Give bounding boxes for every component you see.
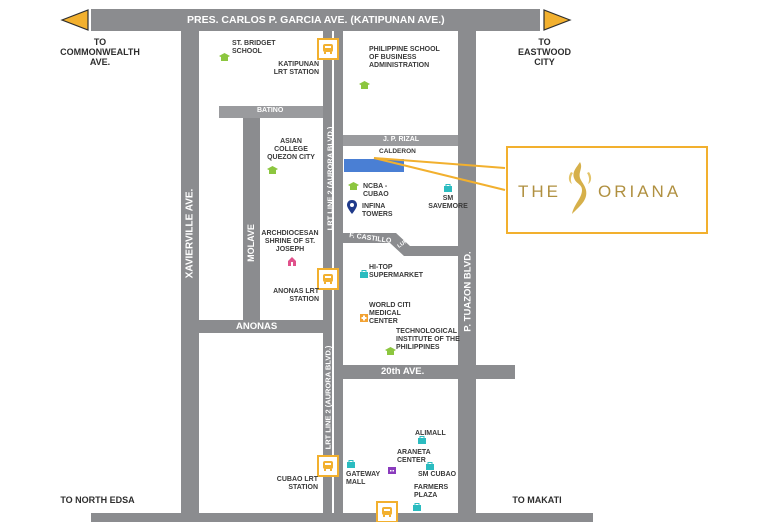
katipunan-station-marker (317, 38, 339, 60)
tip-label: TECHNOLOGICAL INSTITUTE OF THE PHILIPPIN… (396, 328, 460, 351)
cubao-station-marker (317, 455, 339, 477)
location-pin-icon (347, 200, 357, 214)
train-icon (323, 274, 333, 284)
p-tuazon-road-label: P. TUAZON BLVD. (462, 251, 474, 332)
st-bridget-label: ST. BRIDGET SCHOOL (232, 40, 276, 55)
to-commonwealth-label: TO COMMONWEALTH AVE. (60, 37, 140, 67)
lakandula-road-label: LAKANDULA (424, 238, 459, 244)
ncba-label: NCBA - CUBAO (363, 183, 389, 198)
shopping-bag-icon (426, 462, 434, 470)
lrt-line-2-label-upper: LRT LINE 2 (AURORA BLVD.) (325, 126, 335, 231)
shopping-bag-icon (360, 270, 368, 278)
anonas-station-label: ANONAS LRT STATION (273, 288, 319, 303)
asian-college-label: ASIAN COLLEGE QUEZON CITY (267, 138, 315, 161)
calderon-label: CALDERON (379, 148, 416, 155)
lrt-line-2-label-lower: LRT LINE 2 (AURORA BLVD.) (323, 345, 333, 450)
cubao-station-label: CUBAO LRT STATION (276, 476, 318, 491)
hospital-icon (360, 314, 368, 322)
anonas-road-label: ANONAS (236, 321, 278, 332)
school-icon (219, 53, 230, 61)
hitop-label: HI-TOP SUPERMARKET (369, 264, 424, 279)
callout-pointer (373, 157, 506, 191)
arrow-left-icon (60, 9, 89, 31)
sm-savemore-label: SM SAVEMORE (428, 195, 468, 210)
anonas-road: ANONAS (199, 320, 323, 333)
twentieth-ave-road-label: 20th AVE. (381, 366, 425, 377)
katipunan-station-label: KATIPUNAN LRT STATION (273, 61, 319, 76)
oriana-callout-box: THE ORIANA (506, 146, 708, 234)
building-icon (388, 467, 396, 474)
xavierville-road (181, 31, 199, 522)
jp-rizal-road: J. P. RIZAL (343, 135, 459, 146)
psba-label: PHILIPPINE SCHOOL OF BUSINESS ADMINISTRA… (369, 46, 440, 69)
f-castillo-road (343, 233, 462, 256)
molave-road-label: MOLAVE (246, 224, 256, 262)
school-icon (385, 347, 396, 355)
twentieth-ave-road: 20th AVE. (343, 365, 515, 379)
world-citi-label: WORLD CITI MEDICAL CENTER (369, 302, 411, 325)
bottom-station-marker (376, 501, 398, 522)
sm-cubao-label: SM CUBAO (418, 471, 457, 478)
anonas-station-marker (317, 268, 339, 290)
to-north-edsa-label: TO NORTH EDSA (60, 495, 135, 505)
molave-road (243, 118, 260, 322)
gateway-label: GATEWAY MALL (346, 471, 381, 486)
church-icon (288, 257, 296, 266)
train-icon (382, 507, 392, 517)
araneta-label: ARANETA CENTER (397, 449, 431, 464)
train-icon (323, 44, 333, 54)
shopping-bag-icon (347, 460, 355, 468)
archdiocesan-label: ARCHDIOCESAN SHRINE OF ST. JOSEPH (261, 230, 319, 253)
alimall-label: ALIMALL (415, 430, 446, 437)
brand-the-label: THE (518, 182, 561, 201)
school-icon (348, 182, 359, 190)
batino-road: BATINO (219, 106, 323, 118)
jp-rizal-road-label: J. P. RIZAL (383, 136, 420, 143)
shopping-bag-icon (418, 436, 426, 444)
p-tuazon-road (458, 31, 476, 522)
batino-road-label: BATINO (257, 107, 284, 114)
shopping-bag-icon (413, 503, 421, 511)
oriana-flame-logo (568, 162, 592, 214)
school-icon (267, 166, 278, 174)
arrow-right-icon (543, 9, 572, 31)
katipunan-road: PRES. CARLOS P. GARCIA AVE. (KATIPUNAN A… (91, 9, 540, 31)
shopping-bag-icon (444, 184, 452, 192)
infina-label: INFINA TOWERS (362, 203, 393, 218)
katipunan-road-label: PRES. CARLOS P. GARCIA AVE. (KATIPUNAN A… (187, 14, 445, 26)
brand-oriana-label: ORIANA (598, 182, 682, 201)
to-makati-label: TO MAKATI (512, 495, 562, 505)
xavierville-road-label: XAVIERVILLE AVE. (184, 188, 196, 279)
to-eastwood-label: TO EASTWOOD CITY (518, 37, 571, 67)
bottom-road (91, 513, 593, 522)
farmers-label: FARMERS PLAZA (414, 484, 449, 499)
train-icon (323, 461, 333, 471)
school-icon (359, 81, 370, 89)
